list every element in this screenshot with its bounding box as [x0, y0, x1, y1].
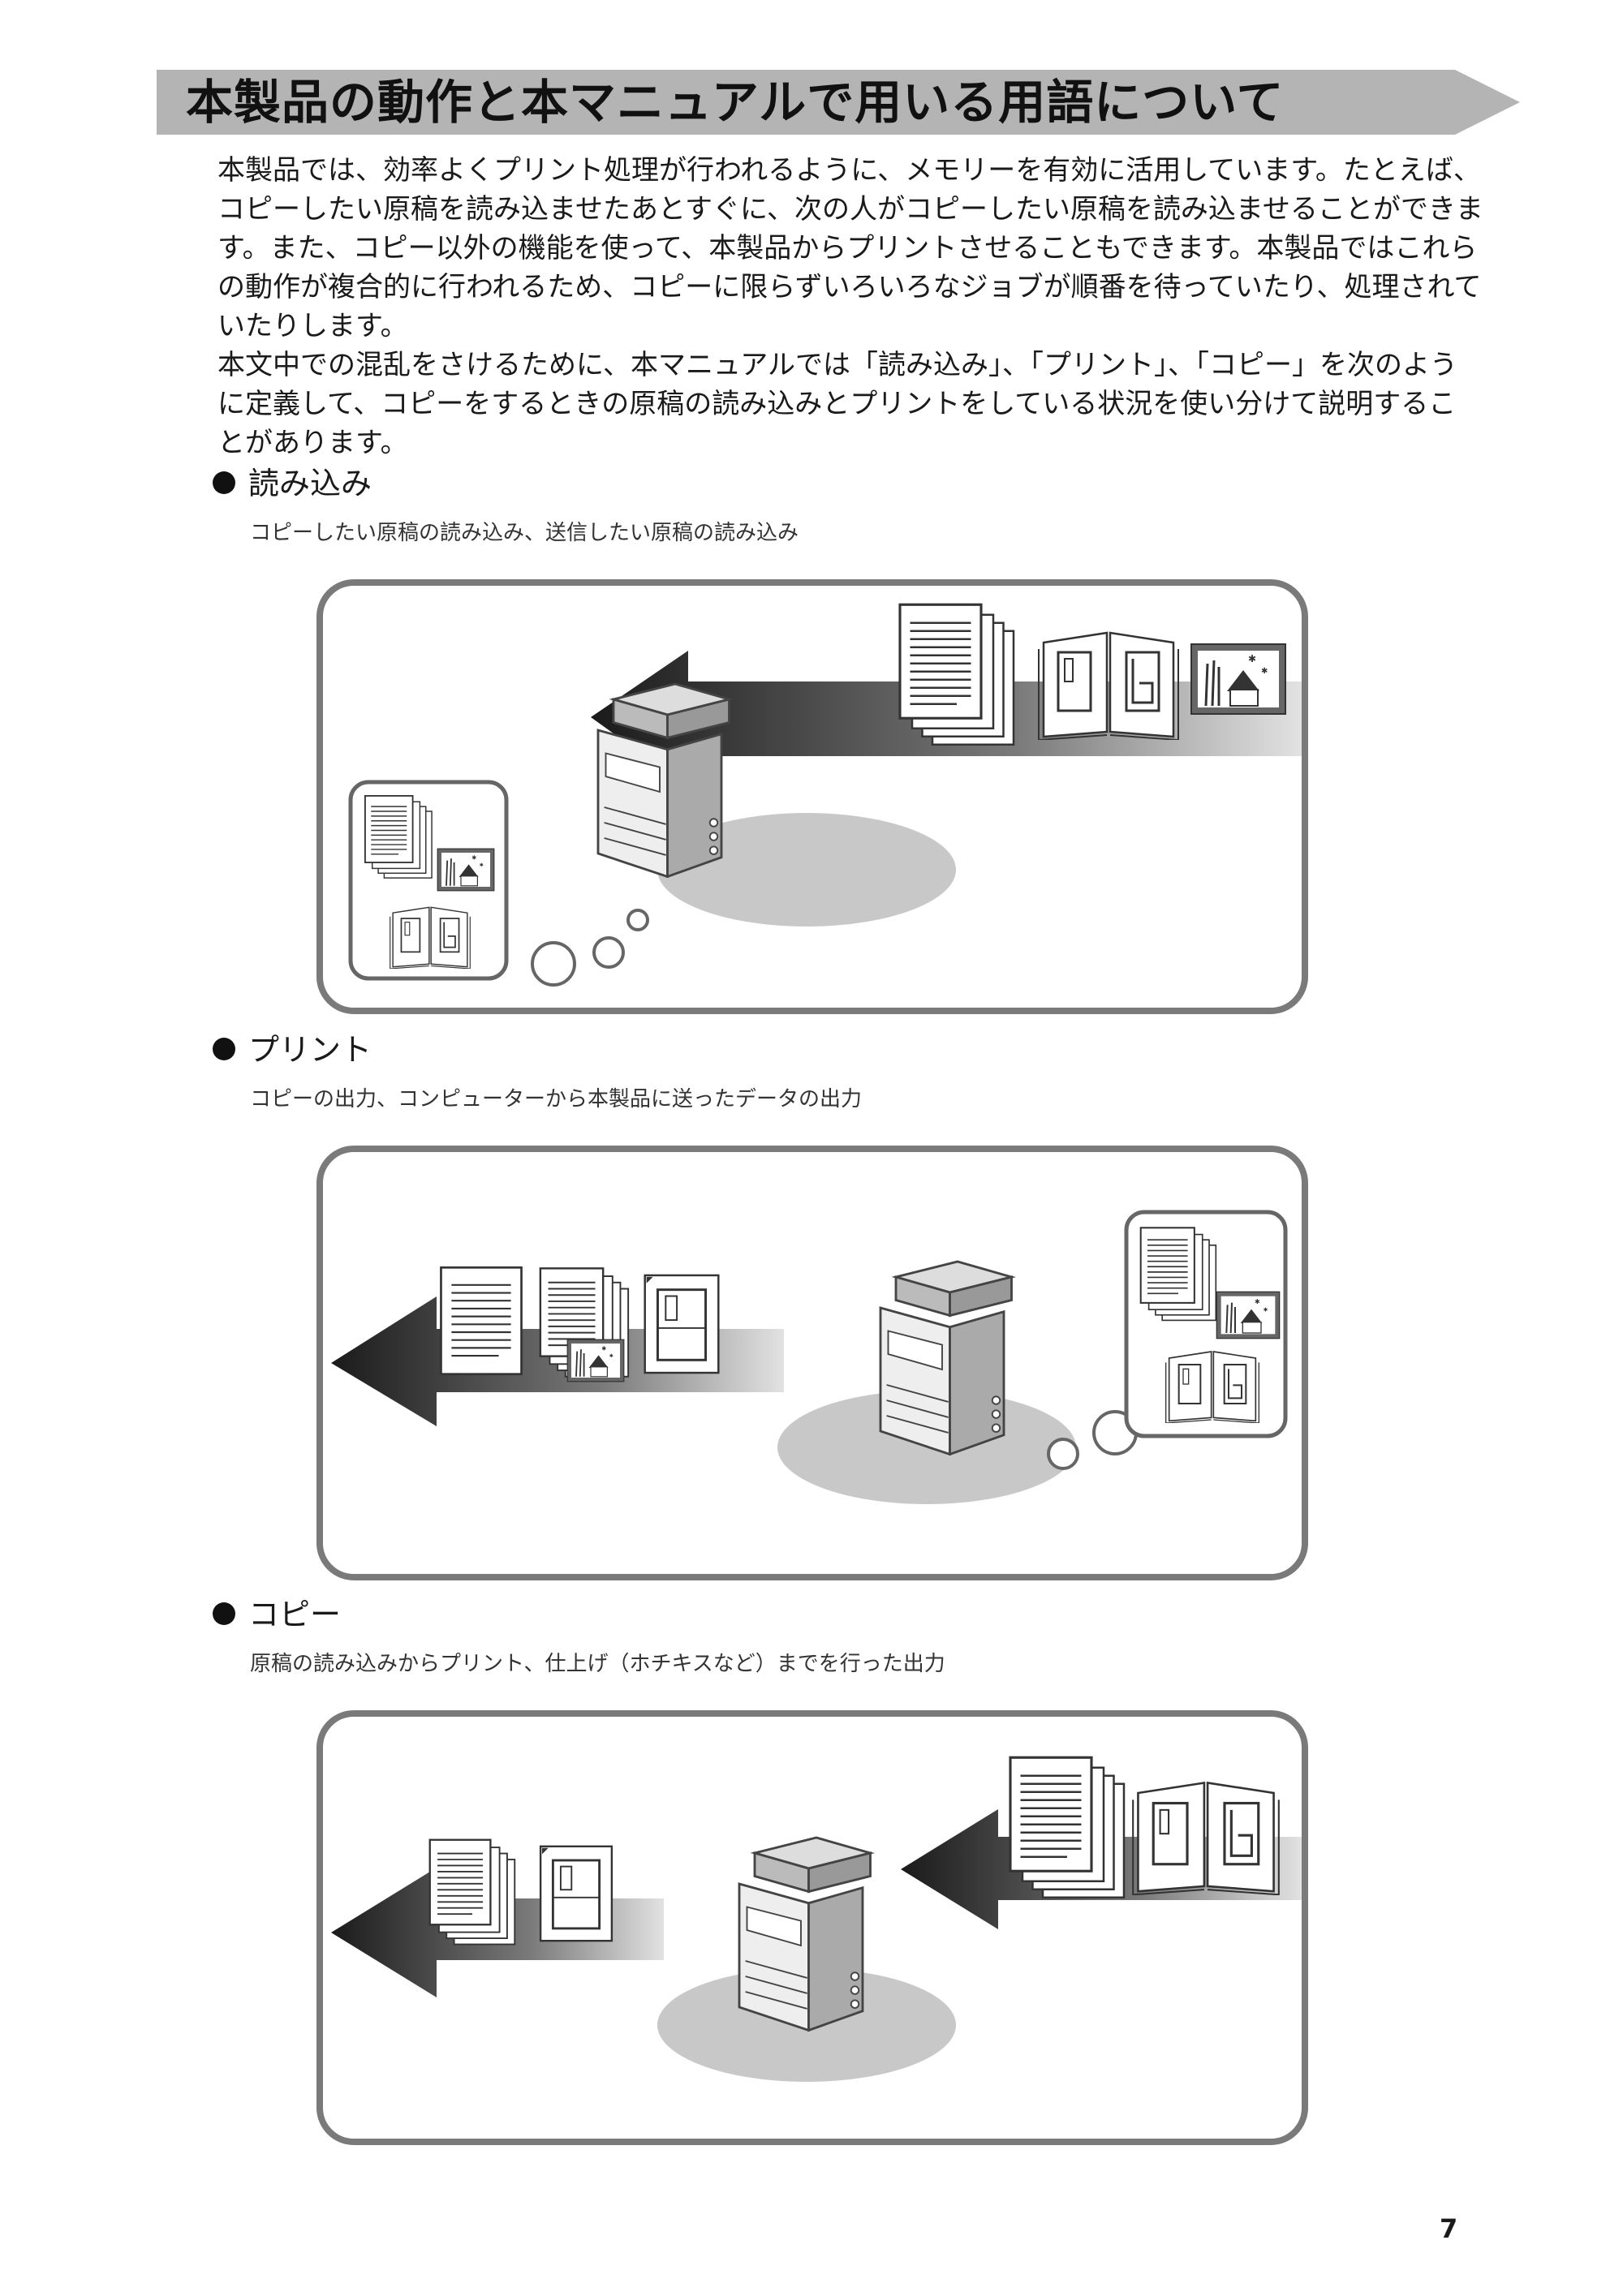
section-heading-label: コピー	[248, 1597, 342, 1632]
photo-icon	[437, 848, 495, 892]
copier-icon	[738, 1836, 872, 2032]
intro-paragraph-1: 本製品では、効率よくプリント処理が行われるように、メモリーを有効に活用しています…	[217, 154, 1483, 342]
section-desc-copy: 原稿の読み込みからプリント、仕上げ（ホチキスなど）までを行った出力	[250, 1652, 945, 1676]
photo-icon	[1216, 1291, 1281, 1339]
layout-page-icon	[539, 1845, 613, 1942]
section-desc-reading: コピーしたい原稿の読み込み、送信したい原稿の読み込み	[250, 521, 799, 545]
document-stack-icon	[428, 1838, 516, 1946]
bullet-icon	[213, 471, 235, 494]
section-desc-print: コピーの出力、コンピューターから本製品に送ったデータの出力	[250, 1087, 863, 1111]
thought-cloud	[657, 813, 956, 927]
document-stack-icon	[364, 794, 433, 879]
reading-illustration	[348, 603, 1302, 987]
section-heading-label: プリント	[248, 1032, 372, 1068]
section-heading-label: 読み込み	[248, 466, 372, 501]
illustration-panel-reading	[316, 579, 1308, 1014]
intro-paragraph-2: 本文中での混乱をさけるために、本マニュアルでは「読み込み」、「プリント」、「コピ…	[217, 349, 1457, 459]
illustration-panel-copy	[316, 1710, 1308, 2145]
title-arrow-shape	[157, 70, 1520, 135]
copier-icon	[596, 682, 730, 878]
photo-icon	[566, 1339, 625, 1382]
illustration-panel-print	[316, 1146, 1308, 1580]
page-number: 7	[1440, 2213, 1458, 2244]
copier-icon	[879, 1260, 1013, 1455]
section-heading-copy: コピー	[213, 1595, 341, 1634]
document-stack-icon	[1139, 1227, 1217, 1322]
layout-page-icon	[644, 1274, 720, 1374]
photo-icon	[1190, 643, 1287, 716]
print-illustration	[331, 1210, 1288, 1504]
title-band: 本製品の動作と本マニュアルで用いる用語について	[157, 70, 1520, 135]
document-stack-icon	[1009, 1756, 1126, 1899]
section-heading-reading: 読み込み	[213, 464, 372, 503]
bullet-icon	[213, 1602, 235, 1625]
section-heading-print: プリント	[213, 1030, 372, 1069]
copy-illustration	[331, 1756, 1302, 2082]
document-stack-icon	[898, 603, 1015, 746]
bullet-icon	[213, 1037, 235, 1060]
document-icon	[440, 1266, 523, 1376]
page-title: 本製品の動作と本マニュアルで用いる用語について	[186, 75, 1285, 130]
